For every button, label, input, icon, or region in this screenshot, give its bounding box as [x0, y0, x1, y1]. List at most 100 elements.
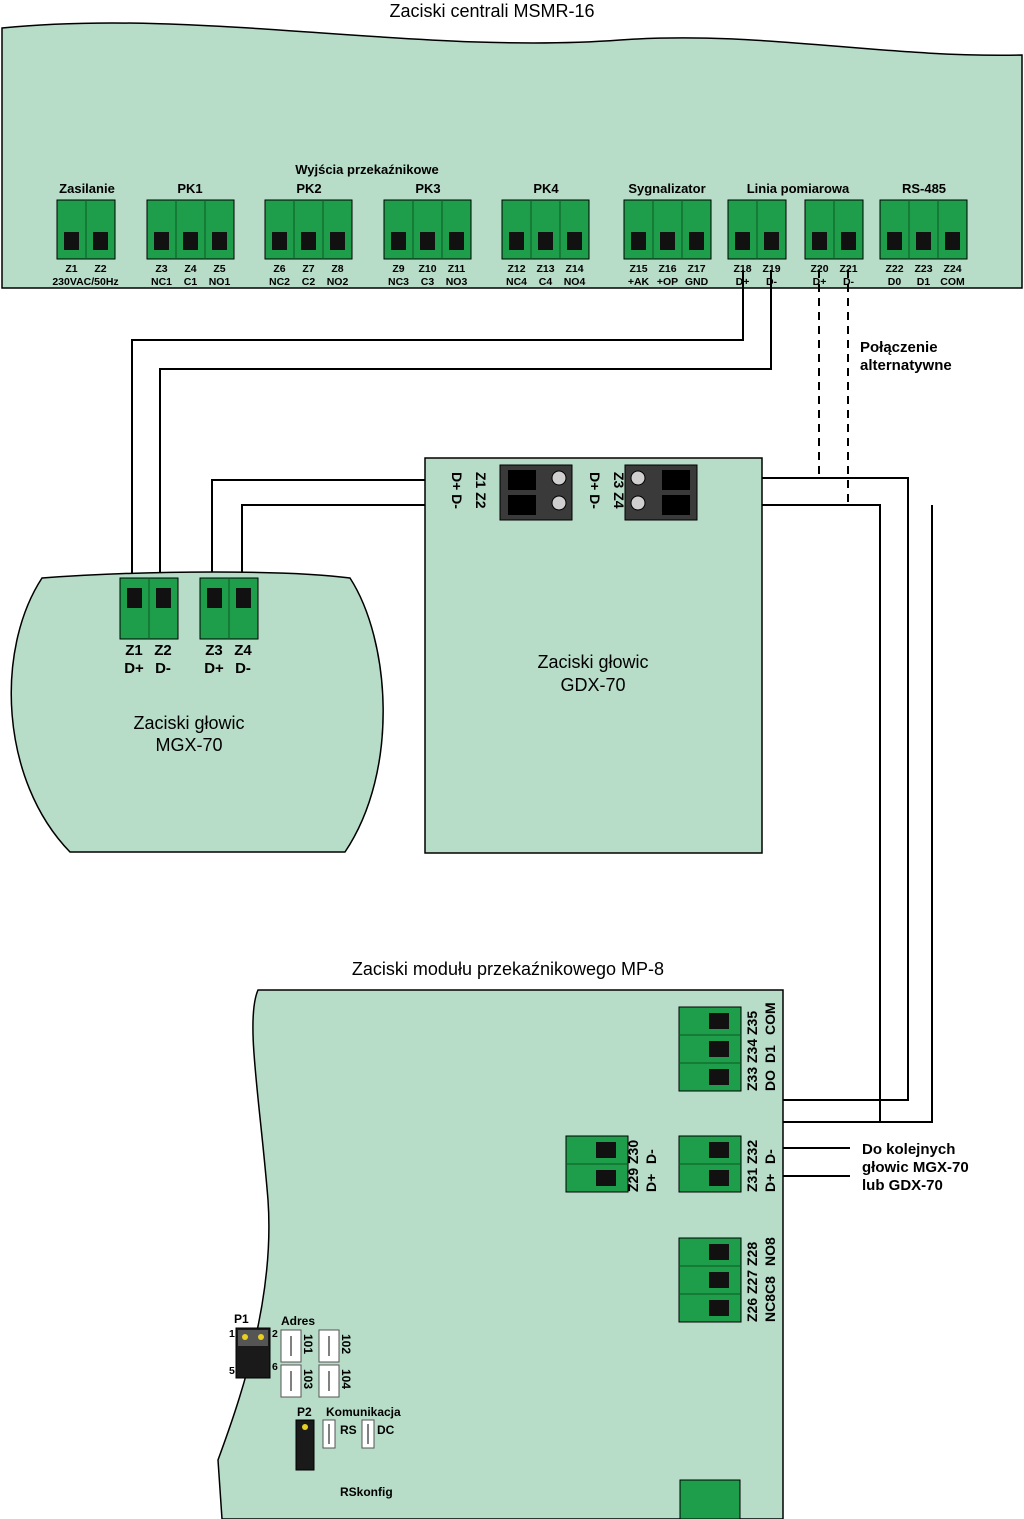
addr-switch-label: 103 — [301, 1369, 315, 1389]
terminal-sub: +OP — [657, 276, 678, 288]
terminal-socket — [735, 232, 750, 250]
terminal-id: Z32 — [744, 1140, 760, 1164]
terminal-id: Z7 — [302, 263, 314, 275]
terminal-socket — [916, 232, 931, 250]
gdx-terminal-right — [624, 464, 698, 521]
group-label: Sygnalizator — [628, 181, 705, 196]
terminal-socket — [709, 1013, 729, 1029]
terminal-sub: NO8 — [762, 1237, 778, 1266]
terminal-socket — [660, 232, 675, 250]
terminal-socket — [709, 1300, 729, 1316]
comm-switches[interactable] — [322, 1419, 375, 1449]
terminal-id: Z4 — [184, 263, 196, 275]
terminal-id: Z9 — [392, 263, 404, 275]
terminal-socket — [709, 1142, 729, 1158]
terminal-id: Z22 — [885, 263, 903, 275]
terminal-socket — [709, 1244, 729, 1260]
terminal-sub: 230VAC/50Hz — [52, 276, 118, 288]
wire-mgx-z3 — [211, 479, 500, 600]
terminal-id: Z16 — [658, 263, 676, 275]
group-label: PK3 — [415, 181, 440, 196]
terminal-sub: C4 — [539, 276, 553, 288]
p2-label: P2 — [297, 1405, 312, 1419]
terminal-id: Z14 — [565, 263, 583, 275]
terminal-id: Z15 — [629, 263, 647, 275]
group-label: PK1 — [177, 181, 202, 196]
terminal-id: Z29 — [625, 1168, 641, 1192]
p2-jumper[interactable] — [295, 1419, 315, 1471]
group-label: PK4 — [533, 181, 559, 196]
terminal-socket — [93, 232, 108, 250]
terminal-sub: C2 — [302, 276, 316, 288]
terminal-socket — [631, 232, 646, 250]
terminal-sub: D+ — [813, 276, 827, 288]
terminal-socket — [420, 232, 435, 250]
mgx-label-2: MGX-70 — [155, 735, 222, 755]
terminal-sub: D+ — [204, 660, 224, 677]
msmr-title: Zaciski centrali MSMR-16 — [389, 1, 594, 21]
terminal-id: Z3 — [155, 263, 167, 275]
terminal-sub: D- — [643, 1149, 659, 1164]
gdx-label-1: Zaciski głowic — [537, 652, 648, 672]
terminal-sub: GND — [685, 276, 709, 288]
terminal-sub: D- — [843, 276, 855, 288]
gdx-terminal-left — [499, 464, 573, 521]
terminal-id: Z5 — [213, 263, 225, 275]
terminal-socket — [449, 232, 464, 250]
terminal-socket — [212, 232, 227, 250]
terminal-socket — [841, 232, 856, 250]
terminal-sub: NO4 — [564, 276, 586, 288]
terminal-socket — [709, 1272, 729, 1288]
group-label: Zasilanie — [59, 181, 115, 196]
p1-label: P1 — [234, 1312, 249, 1326]
terminal-socket — [156, 588, 171, 608]
terminal-sub: D1 — [917, 276, 931, 288]
terminal-id: Z1 — [65, 263, 77, 275]
terminal-id: Z13 — [536, 263, 554, 275]
terminal-socket — [272, 232, 287, 250]
terminal-id: Z24 — [943, 263, 961, 275]
terminal-socket — [596, 1142, 616, 1158]
p1-jumper[interactable] — [235, 1327, 271, 1379]
mp8-board — [217, 989, 784, 1519]
terminal-id: Z30 — [625, 1140, 641, 1164]
terminal-sub: NC3 — [388, 276, 409, 288]
terminal-id: Z20 — [810, 263, 828, 275]
terminal-sub: NO2 — [327, 276, 349, 288]
gdx-left-subs: D+ D- — [449, 472, 465, 509]
terminal-sub: NC8 — [762, 1294, 778, 1322]
gdx-board — [424, 457, 763, 854]
p1-pin: 6 — [272, 1361, 278, 1373]
gdx-left-ids: Z1 Z2 — [473, 472, 489, 509]
note-line-1: Do kolejnych — [862, 1141, 955, 1158]
terminal-id: Z23 — [914, 263, 932, 275]
terminal-id: Z17 — [687, 263, 705, 275]
terminal-sub: C1 — [184, 276, 198, 288]
terminal-id: Z35 — [744, 1011, 760, 1035]
terminal-socket — [236, 588, 251, 608]
gdx-right-ids: Z3 Z4 — [611, 472, 627, 509]
group-label: RS-485 — [902, 181, 946, 196]
terminal-socket — [64, 232, 79, 250]
p1-pin: 1 — [229, 1328, 235, 1340]
terminal-id: Z11 — [448, 263, 466, 275]
alt-label-1: Połączenie — [860, 339, 938, 356]
adres-label: Adres — [281, 1314, 315, 1328]
terminal-sub: +AK — [628, 276, 650, 288]
terminal-sub: D+ — [762, 1174, 778, 1192]
address-switches[interactable] — [280, 1329, 340, 1398]
terminal-socket — [596, 1170, 616, 1186]
terminal-sub: COM — [940, 276, 965, 288]
rskonfig-label: RSkonfig — [340, 1485, 393, 1499]
rs-label: RS — [340, 1423, 357, 1437]
terminal-sub: D0 — [888, 276, 902, 288]
terminal-id: Z31 — [744, 1168, 760, 1192]
terminal-socket — [812, 232, 827, 250]
terminal-sub: D+ — [124, 660, 144, 677]
terminal-socket — [709, 1069, 729, 1085]
terminal-sub: D- — [235, 660, 251, 677]
addr-switch-label: 101 — [301, 1334, 315, 1354]
wire-d-plus — [131, 270, 744, 600]
